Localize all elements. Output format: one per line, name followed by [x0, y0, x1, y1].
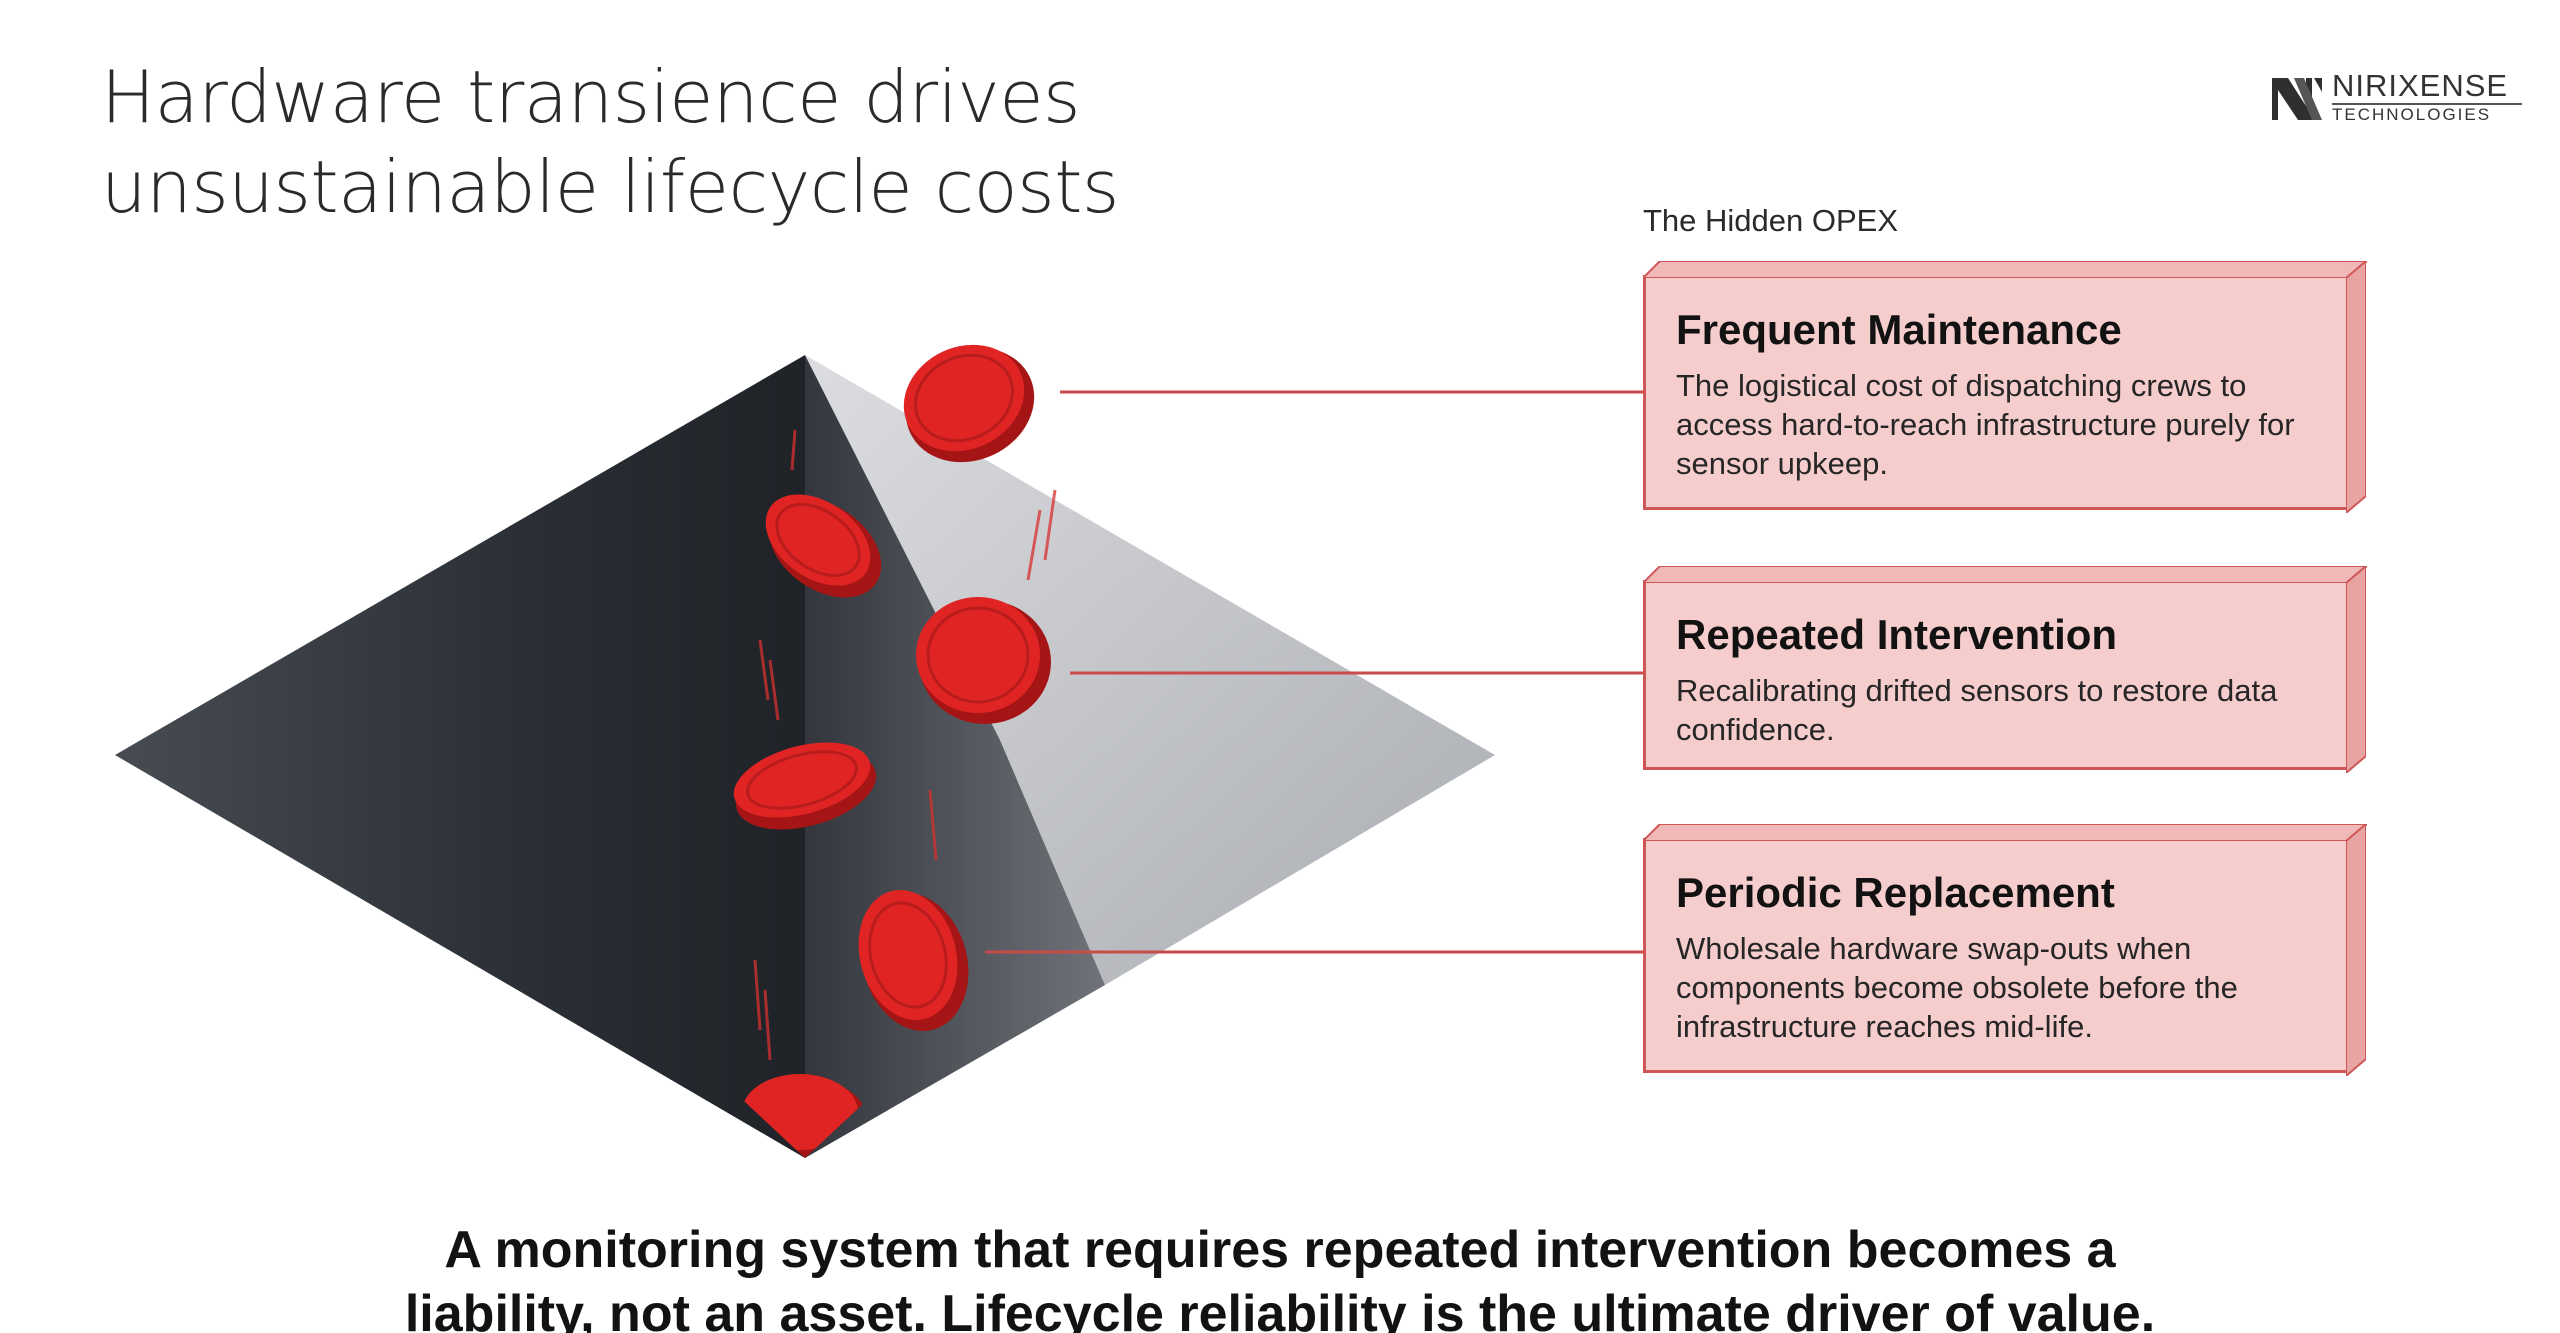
- opex-card-title: Repeated Intervention: [1676, 611, 2118, 658]
- logo-name: NIRIXENSE: [2332, 70, 2522, 105]
- coin: [916, 597, 1051, 724]
- pyramid-right-face: [805, 355, 1495, 985]
- card-bevel: [1643, 566, 2367, 583]
- conclusion-line-2: liability, not an asset. Lifecycle relia…: [404, 1285, 2156, 1333]
- coin: [733, 742, 877, 830]
- page-title-line-1: Hardware transience drives: [101, 55, 1081, 139]
- opex-card-description: Recalibrating drifted sensors to restore…: [1676, 673, 2278, 747]
- opex-card-title: Periodic Replacement: [1676, 869, 2115, 916]
- opex-card-intervention: Repeated Intervention Recalibrating drif…: [1643, 566, 2367, 773]
- logo-subtitle: TECHNOLOGIES: [2332, 105, 2492, 124]
- conclusion-line-1: A monitoring system that requires repeat…: [444, 1221, 2116, 1279]
- card-bevel-side: [2346, 261, 2366, 513]
- coin: [858, 890, 969, 1031]
- opex-section-label: The Hidden OPEX: [1643, 203, 1899, 238]
- motion-streaks: [753, 429, 1057, 1061]
- card-bevel-side: [2346, 824, 2366, 1076]
- card-bevel: [1643, 261, 2367, 278]
- opex-card-maintenance: Frequent Maintenance The logistical cost…: [1643, 261, 2367, 513]
- coin: [903, 344, 1035, 463]
- nx-monogram-icon: [2272, 78, 2322, 120]
- card-bevel: [1643, 824, 2367, 841]
- coin: [765, 494, 882, 598]
- opex-card-description: Wholesale hardware swap-outs when compon…: [1676, 931, 2238, 1044]
- card-bevel-side: [2346, 566, 2366, 773]
- conclusion-statement: A monitoring system that requires repeat…: [0, 1218, 2560, 1333]
- pyramid-left-face: [115, 355, 805, 1158]
- leader-lines: [985, 390, 1643, 954]
- page-title: Hardware transience drives unsustainable…: [101, 52, 1119, 232]
- logo-wordmark: NIRIXENSE TECHNOLOGIES: [2332, 70, 2522, 125]
- falling-coins: [733, 344, 1051, 1158]
- opex-card-description: The logistical cost of dispatching crews…: [1676, 368, 2295, 481]
- opex-card-replacement: Periodic Replacement Wholesale hardware …: [1643, 824, 2367, 1076]
- opex-card-title: Frequent Maintenance: [1676, 306, 2122, 353]
- company-logo: NIRIXENSE TECHNOLOGIES: [2268, 70, 2522, 128]
- page-title-line-2: unsustainable lifecycle costs: [101, 145, 1119, 229]
